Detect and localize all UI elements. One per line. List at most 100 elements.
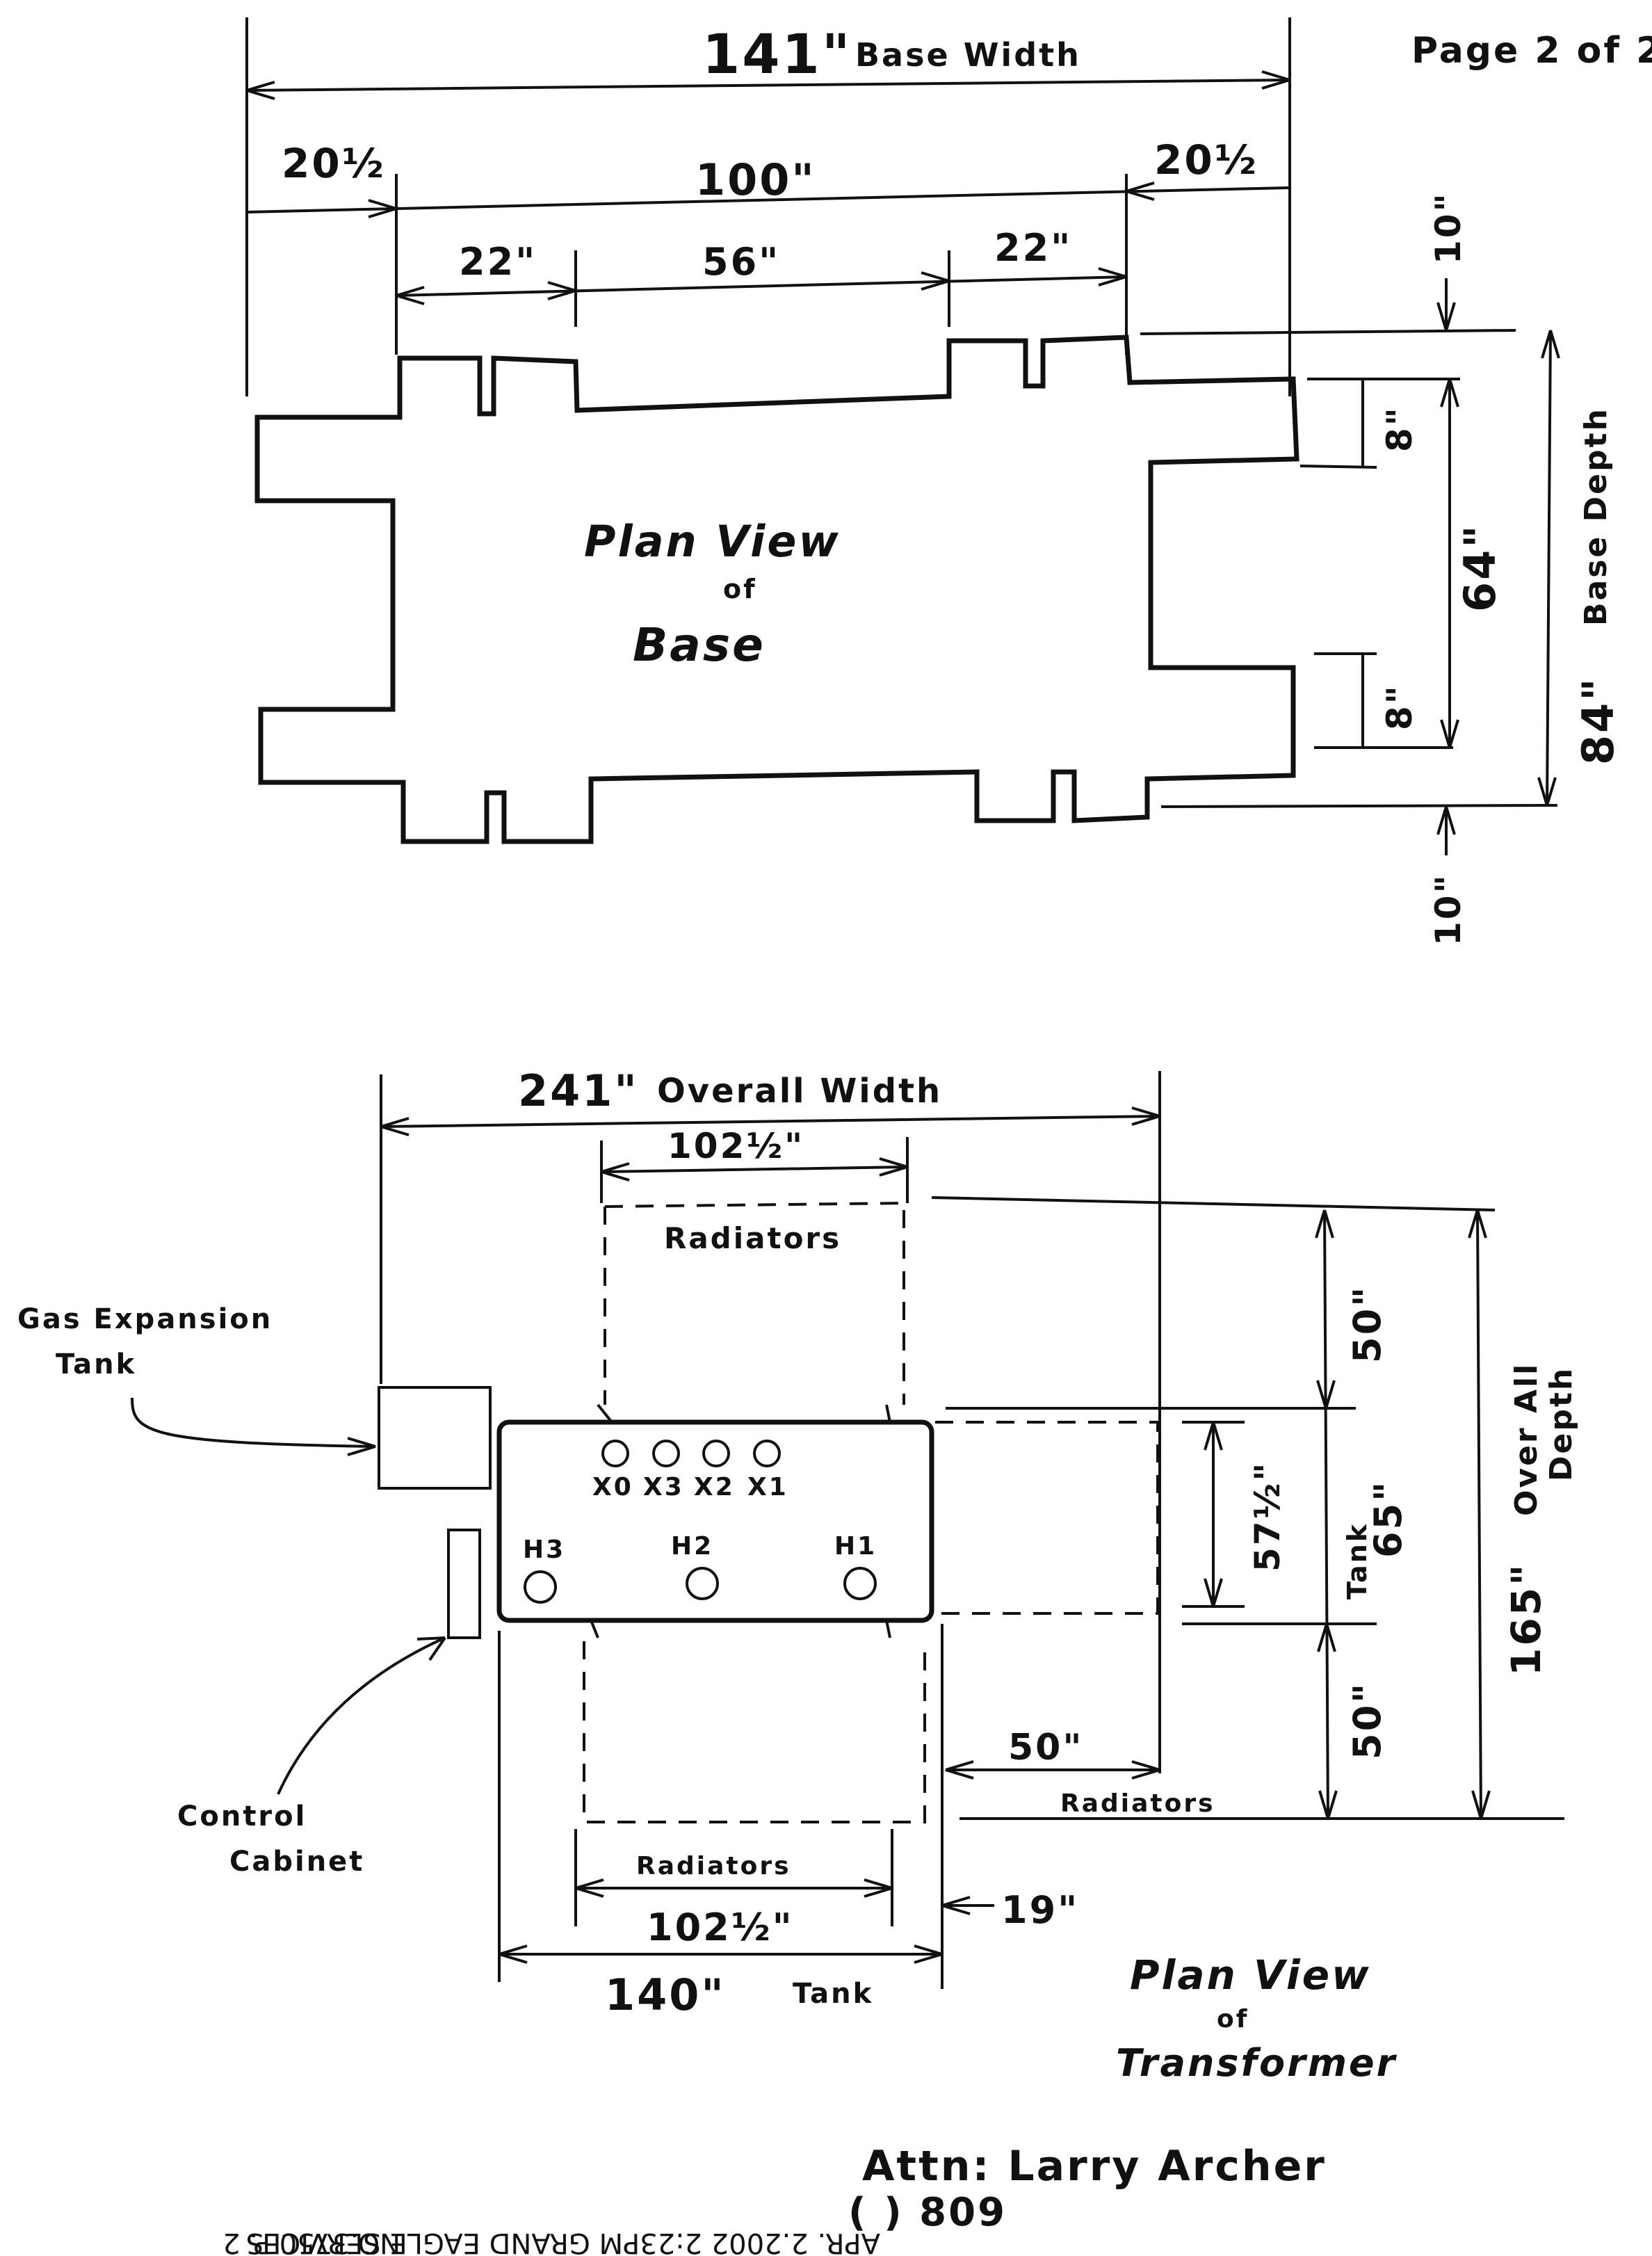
base-width-dim-line: [246, 79, 1290, 92]
bushing-x3: [652, 1440, 680, 1467]
bushing-h1: [843, 1567, 877, 1600]
base-depth-dim: [1546, 330, 1552, 806]
arrowhead: [914, 1944, 943, 1964]
attn-line: Attn: Larry Archer: [862, 2142, 1327, 2191]
radiators-right-label: Radiators: [1060, 1789, 1215, 1818]
arrowhead: [1436, 302, 1456, 331]
tank-width-label: Tank: [793, 1978, 873, 2010]
gas-tank-leader: [131, 1397, 376, 1448]
arrowhead: [1468, 1209, 1487, 1239]
arrowhead: [879, 1157, 908, 1177]
radiator-width-top: 102½": [667, 1126, 804, 1166]
base-offset-dim-line: [246, 186, 1290, 213]
arrowhead: [1471, 1790, 1491, 1819]
overall-depth-value: 165": [1503, 1563, 1550, 1676]
base-center-span: 100": [695, 154, 816, 205]
base-width-label: Base Width: [855, 36, 1081, 74]
phone-line: ( ) 809: [848, 2190, 1007, 2235]
arrowhead: [380, 1117, 410, 1136]
arrowhead: [945, 1760, 974, 1780]
base-top-clearance: 10": [1428, 191, 1468, 264]
bushing-h3: [524, 1570, 557, 1604]
tx-title-line3: Transformer: [1116, 2041, 1398, 2085]
radiators-top-label: Radiators: [664, 1221, 841, 1255]
transformer-plan-view: 241" Overall Width 102½" Radiators X0 X3…: [17, 1065, 1579, 2085]
tx-title-line2: of: [1217, 2005, 1249, 2033]
high-voltage-bushings: H3 H2 H1: [523, 1532, 877, 1604]
overall-depth-label: Over All: [1509, 1362, 1544, 1516]
page-label: Page 2 of 2: [1411, 30, 1652, 72]
bushing-h2: [686, 1567, 719, 1600]
arrowhead: [1261, 70, 1290, 90]
overall-width-dim: [380, 1115, 1160, 1128]
transformer-tank: [496, 1419, 934, 1623]
arrowhead: [1126, 182, 1155, 201]
arrowhead: [1131, 1760, 1160, 1780]
bushing-label-x1: X1: [747, 1473, 788, 1501]
arrowhead: [1316, 1380, 1336, 1409]
tank-neck-top: [597, 1403, 891, 1424]
tank-neck-bottom: [590, 1620, 891, 1638]
base-plan-view: 141" Base Width 20½ 100" 20½ 22" 56" 22"…: [245, 17, 1623, 946]
bushing-label-h2: H2: [671, 1532, 713, 1561]
radiator-bottom: [583, 1641, 926, 1823]
arrowhead: [1204, 1578, 1223, 1607]
bushing-x0: [601, 1440, 629, 1467]
radiator-top: [604, 1201, 905, 1405]
arrowhead: [921, 271, 950, 291]
gas-tank-label-line2: Tank: [56, 1348, 136, 1380]
base-width-value: 141": [702, 24, 852, 86]
arrowhead: [1541, 330, 1560, 359]
arrowhead: [1317, 1623, 1336, 1652]
bushing-label-h1: H1: [834, 1532, 877, 1561]
overall-width-value: 241": [518, 1065, 639, 1116]
overall-width-label: Overall Width: [657, 1072, 942, 1111]
arrowhead: [1318, 1790, 1338, 1819]
depth-top-value: 50": [1345, 1285, 1389, 1363]
depth-ref-top: [931, 1196, 1496, 1211]
bushing-label-h3: H3: [523, 1536, 565, 1564]
base-depth-label: Base Depth: [1578, 407, 1614, 626]
bushing-x2: [702, 1440, 730, 1467]
tank-depth-value: 65": [1366, 1480, 1410, 1558]
base-right-segment: 22": [994, 226, 1072, 270]
radiator-width-top-dim: [601, 1166, 908, 1173]
arrowhead: [1440, 378, 1459, 408]
base-notch-bottom: 8": [1379, 684, 1420, 730]
depth-bottom-value: 50": [1345, 1682, 1389, 1759]
base-top-ref-line: [1140, 329, 1516, 335]
base-left-segment: 22": [459, 240, 537, 284]
arrowhead: [1315, 1209, 1334, 1239]
arrowhead: [864, 1878, 893, 1898]
arrowhead: [416, 1636, 446, 1661]
fax-number: NO.3750 P. 2: [222, 2227, 400, 2256]
arrowhead: [941, 1896, 971, 1915]
arrowhead: [1436, 806, 1456, 835]
radiator-right: [935, 1421, 1159, 1615]
fax-header-upside-down: APR. 2.2002 2:23PM GRAND EAGLE SERVICES …: [222, 2227, 880, 2256]
gas-expansion-tank: [378, 1386, 492, 1490]
arrowhead: [347, 1437, 376, 1456]
base-title-line3: Base: [633, 618, 766, 672]
tank-width-value: 140": [605, 1969, 726, 2020]
arrowhead: [547, 281, 576, 300]
control-label-line2: Cabinet: [229, 1846, 364, 1878]
arrowhead: [1537, 777, 1557, 806]
fax-header: APR. 2.2002 2:23PM GRAND EAGLE SERVICES: [246, 2227, 880, 2256]
arrowhead: [499, 1944, 528, 1964]
control-cabinet: [447, 1529, 481, 1639]
arrowhead: [396, 286, 425, 305]
radiators-bottom-label: Radiators: [636, 1852, 791, 1880]
base-depth-value: 84": [1573, 676, 1623, 765]
tank-depth-label: Tank: [1342, 1522, 1372, 1600]
base-mid-segment: 56": [702, 240, 780, 284]
side-dim-value: 57½": [1247, 1461, 1288, 1572]
base-left-offset: 20½: [282, 140, 386, 187]
base-bottom-clearance: 10": [1428, 873, 1468, 946]
base-bottom-ref-line: [1160, 804, 1558, 808]
arrowhead: [1098, 267, 1127, 287]
base-notch-top: 8": [1379, 405, 1420, 452]
arrowhead: [575, 1878, 604, 1898]
low-voltage-bushings: X0 X3 X2 X1: [592, 1440, 788, 1501]
